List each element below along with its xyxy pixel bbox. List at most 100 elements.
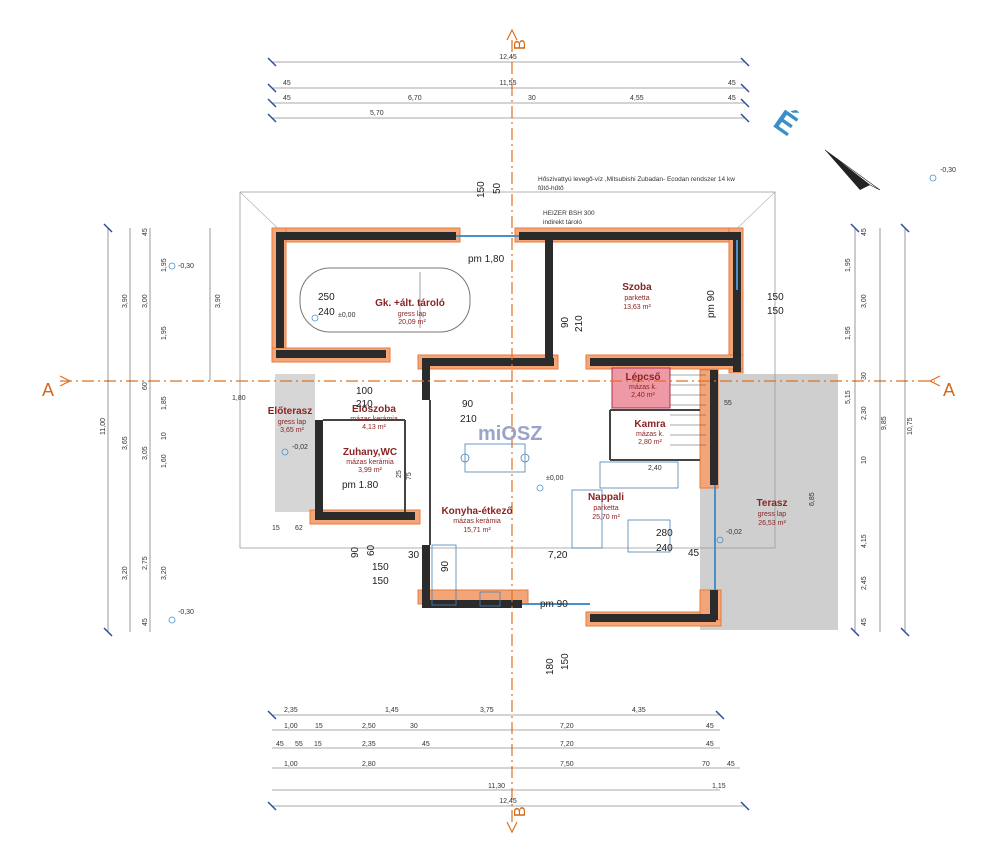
heatpump-note-1: Hőszivattyú levegő-víz ,Mitsubishi Zubad…	[538, 176, 735, 183]
dim-bot-r3-e: 45	[727, 761, 735, 768]
dim-bot-r2-c: 15	[314, 741, 322, 748]
room-name-porch: Előterasz	[268, 406, 312, 417]
room-floor-bedroom: parketta	[624, 295, 649, 302]
room-area-porch: 3,65 m²	[280, 427, 304, 434]
partitions	[323, 400, 700, 545]
room-floor-living: parketta	[593, 505, 618, 512]
room-area-stairs: 2,40 m²	[631, 392, 655, 399]
dim-top-total: 12,45	[499, 54, 517, 61]
dim-right-c2-b: 1,95	[845, 326, 852, 340]
dim-bot-r2-e: 45	[422, 741, 430, 748]
dim-bot-r2-b: 55	[295, 741, 303, 748]
dim-180-wall: 1,80	[232, 395, 246, 402]
room-area-hall: 4,13 m²	[362, 424, 386, 431]
parapet-bedroom: pm 90	[706, 290, 717, 318]
dim-50-top: 50	[492, 182, 503, 194]
level-terrace: -0,02	[726, 529, 742, 536]
dimension-lines	[107, 61, 906, 807]
level-garage: ±0,00	[338, 312, 356, 319]
dim-left-c2-d: 3,05	[142, 446, 149, 460]
dim-bot-r1-b: 15	[315, 723, 323, 730]
dim-right-c1-f: 4,15	[861, 534, 868, 548]
room-area-kitchen: 15,71 m²	[463, 527, 491, 534]
dim-240: 240	[318, 307, 335, 318]
dim-bot-r0-a: 2,35	[284, 707, 298, 714]
dim-right-c2-e: 6,85	[809, 492, 816, 506]
porch-area	[275, 374, 315, 512]
windows	[456, 235, 738, 605]
room-area-living: 25,70 m²	[592, 514, 620, 521]
room-floor-bath: mázas kerámia	[346, 459, 394, 466]
terrace-area	[700, 374, 838, 630]
section-b-bottom: B	[512, 806, 529, 817]
dim-left-c3-d: 10	[161, 432, 168, 440]
room-floor-kitchen: mázas kerámia	[453, 518, 501, 525]
roof-outline	[239, 191, 776, 549]
parapet-garage: pm 1,80	[468, 254, 505, 265]
dim-bot-r4-a: 11,30	[488, 783, 505, 790]
dim-bot-r1-c: 2,50	[362, 723, 376, 730]
dim-210a: 210	[356, 399, 373, 410]
room-name-bedroom: Szoba	[622, 282, 652, 293]
dim-bot-r0-d: 4,35	[632, 707, 646, 714]
room-name-stairs: Lépcső	[625, 372, 660, 383]
dim-left-c3-c: 1,85	[161, 396, 168, 410]
dim-right-c2-a: 1,95	[845, 258, 852, 272]
room-name-living: Nappali	[588, 492, 624, 503]
dim-left-c1-a: 3,90	[122, 294, 129, 308]
dim-top-r3-a: 5,70	[370, 110, 384, 117]
parapet-kitchen: pm 90	[540, 599, 568, 610]
dim-left-c1-c: 3,20	[122, 566, 129, 580]
dim-250: 250	[318, 292, 335, 303]
dim-top-r2-d: 4,55	[630, 95, 644, 102]
dim-top-r2-c: 30	[528, 95, 536, 102]
dim-left-c3-f: 3,20	[161, 566, 168, 580]
room-area-bedroom: 13,63 m²	[623, 304, 651, 311]
boiler-note-1: HEIZER BSH 300	[543, 210, 595, 217]
dim-bot-r2-f: 7,20	[560, 741, 574, 748]
dim-left-c3-b: 1,95	[161, 326, 168, 340]
room-floor-stairs: mázas k.	[629, 384, 657, 391]
dim-left-c2-c: 60	[142, 382, 149, 390]
dim-left-c3-a: 1,95	[161, 258, 168, 272]
dim-top-r1-c: 45	[728, 80, 736, 87]
dim-150b: 150	[767, 306, 784, 317]
dim-15: 15	[272, 525, 280, 532]
dim-25: 25	[396, 470, 403, 478]
room-name-terrace: Terasz	[757, 498, 788, 509]
dim-bot-r3-b: 2,80	[362, 761, 376, 768]
dim-left-c2-e: 2,75	[142, 556, 149, 570]
level-porch: -0,02	[292, 444, 308, 451]
dimension-ticks	[103, 57, 910, 811]
dim-240b: 240	[656, 543, 673, 554]
level-kitchen: ±0,00	[546, 475, 564, 482]
dim-90-kitchen: 90	[440, 560, 451, 572]
section-b-top: B	[512, 39, 529, 50]
dim-62: 62	[295, 525, 303, 532]
room-area-pantry: 2,80 m²	[638, 439, 662, 446]
car-icon	[299, 267, 471, 333]
dim-bot-r3-d: 70	[702, 761, 710, 768]
boiler-note-2: indirekt tároló	[543, 219, 582, 226]
watermark: miOSZ	[478, 423, 542, 445]
walls	[276, 232, 741, 622]
heatpump-note-2: fűtő-hűtő	[538, 185, 564, 192]
stair-treads	[670, 374, 706, 446]
room-area-garage: 20,09 m²	[398, 319, 426, 326]
dim-right-c1-e: 10	[861, 456, 868, 464]
room-floor-porch: gress lap	[278, 419, 307, 426]
dim-bot-r0-b: 1,45	[385, 707, 399, 714]
dim-150c: 150	[560, 653, 571, 670]
room-name-bath: Zuhany,WC	[343, 447, 397, 458]
room-floor-pantry: mázas k.	[636, 431, 664, 438]
dim-150d: 150	[372, 562, 389, 573]
room-name-garage: Gk. +ált. tároló	[375, 298, 445, 309]
dim-90a: 90	[462, 399, 474, 410]
dim-right-c1-g: 2,45	[861, 576, 868, 590]
dim-bot-r2-a: 45	[276, 741, 284, 748]
dim-bot-r3-a: 1,00	[284, 761, 298, 768]
room-area-bath: 3,99 m²	[358, 467, 382, 474]
dim-bot-r3-c: 7,50	[560, 761, 574, 768]
dim-bot-r2-g: 45	[706, 741, 714, 748]
